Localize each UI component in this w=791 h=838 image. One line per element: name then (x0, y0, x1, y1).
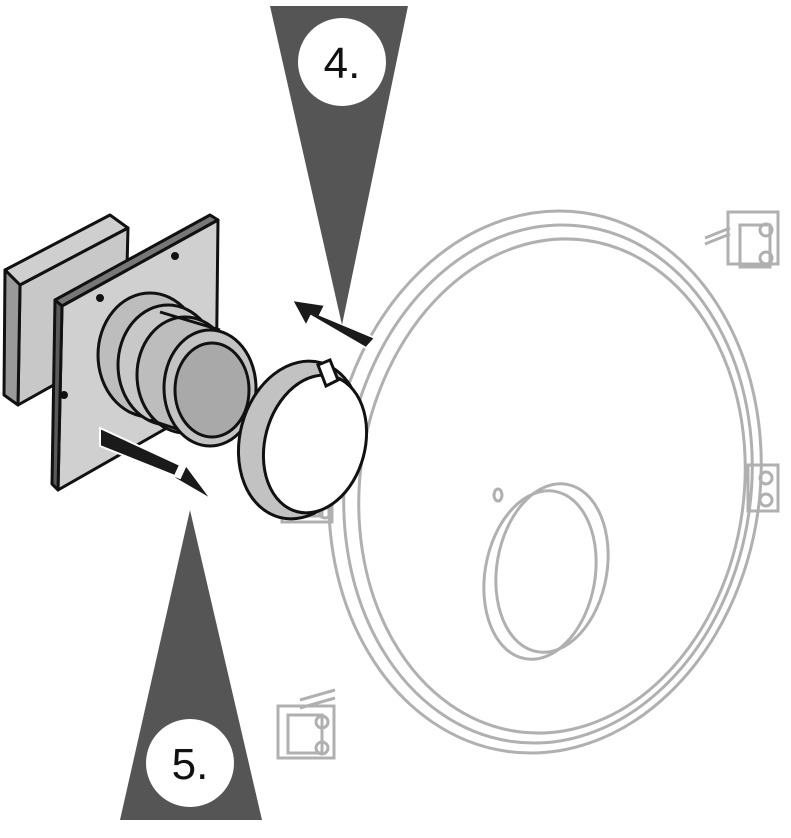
step-4-callout: 4. (270, 6, 408, 325)
insert-lamp-arrow (99, 426, 213, 501)
lamp-socket (96, 291, 258, 448)
retaining-ring (236, 358, 369, 521)
step-5-callout: 5. (120, 510, 262, 820)
remove-ring-arrow (290, 298, 377, 350)
step-4-label: 4. (324, 39, 361, 88)
step-5-label: 5. (172, 740, 209, 789)
